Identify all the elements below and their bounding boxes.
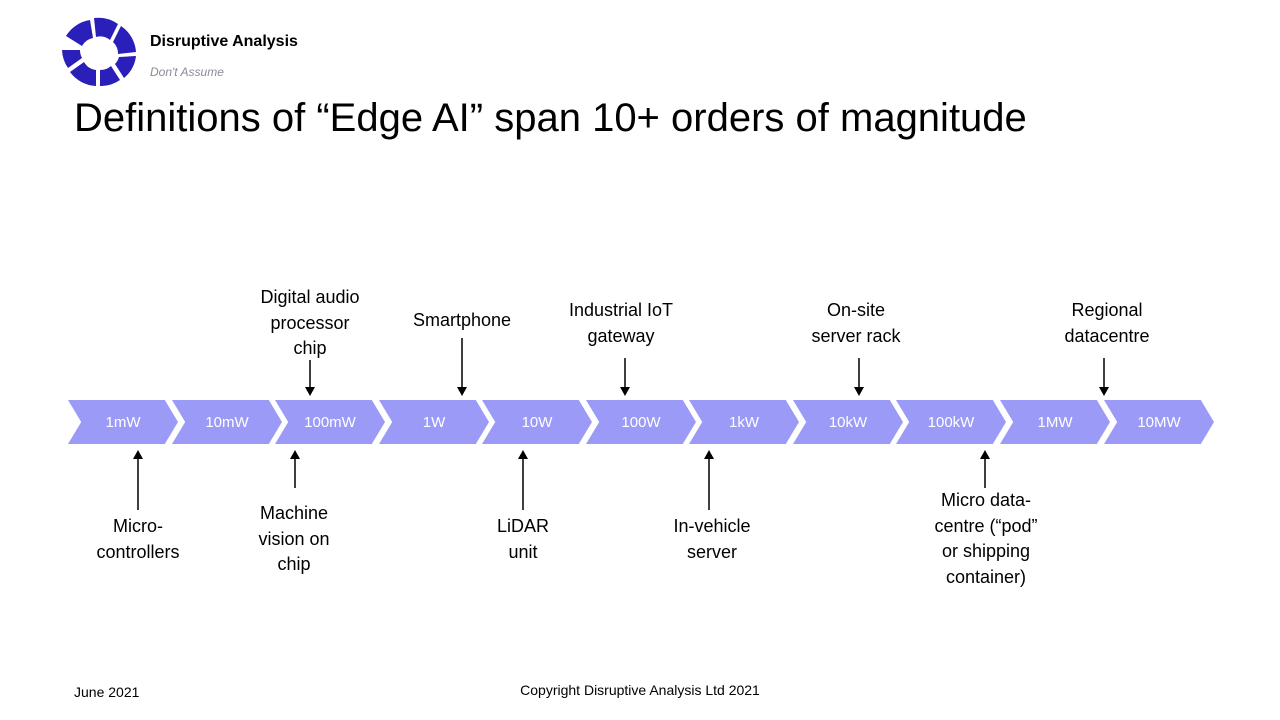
scale-step-label: 1W (422, 413, 446, 431)
brand-name: Disruptive Analysis (150, 33, 298, 50)
label-regional-datacentre: Regional datacentre (1032, 298, 1182, 349)
label-line: unit (508, 541, 538, 562)
scale-step: 1MW (1000, 400, 1110, 444)
label-line: server rack (811, 325, 901, 346)
label-line: server (686, 541, 737, 562)
scale-step: 1kW (689, 400, 799, 444)
label-line: Micro- (113, 516, 163, 536)
label-line: On-site (826, 300, 886, 320)
scale-step-label: 100W (621, 413, 661, 431)
label-line: processor (270, 312, 350, 333)
slide-title: Definitions of “Edge AI” span 10+ orders… (74, 96, 1027, 140)
label-line: or shipping (941, 541, 1031, 561)
scale-step-label: 1MW (1037, 413, 1073, 431)
scale-step-label: 100mW (304, 413, 356, 431)
label-line: chip (293, 338, 327, 358)
scale-step: 10MW (1104, 400, 1214, 444)
scale-step: 10kW (793, 400, 903, 444)
scale-step-label: 10MW (1137, 413, 1181, 431)
label-microcontrollers: Micro- controllers (63, 514, 213, 565)
arrow-down-icon (1099, 358, 1109, 396)
label-line: gateway (587, 325, 655, 346)
arrow-down-icon (457, 338, 467, 396)
label-line: centre (“pod” (934, 515, 1038, 536)
label-on-site-server-rack: On-site server rack (781, 298, 931, 349)
arrow-down-icon (854, 358, 864, 396)
scale-step: 1W (379, 400, 489, 444)
label-line: Micro data- (940, 490, 1032, 510)
label-line: LiDAR (496, 516, 549, 536)
label-line: Digital audio (260, 287, 360, 307)
footer-copyright: Copyright Disruptive Analysis Ltd 2021 (520, 682, 760, 698)
arrow-down-icon (305, 360, 315, 396)
label-digital-audio-processor: Digital audio processor chip (235, 285, 385, 362)
label-line: Regional (1071, 300, 1143, 320)
label-industrial-iot-gateway: Industrial IoT gateway (546, 298, 696, 349)
scale-step-label: 1kW (729, 413, 759, 431)
label-in-vehicle-server: In-vehicle server (637, 514, 787, 565)
label-line: In-vehicle (673, 516, 751, 536)
label-line: controllers (96, 541, 180, 562)
label-line: vision on (258, 528, 330, 549)
label-line: datacentre (1064, 325, 1150, 346)
label-line: chip (277, 554, 311, 574)
disruptive-analysis-logo (62, 17, 136, 86)
scale-step: 100kW (896, 400, 1006, 444)
scale-step: 10W (482, 400, 592, 444)
arrow-down-icon (620, 358, 630, 396)
arrow-up-icon (290, 450, 300, 488)
arrow-up-icon (133, 450, 143, 510)
label-lidar-unit: LiDAR unit (448, 514, 598, 565)
scale-step: 100mW (275, 400, 385, 444)
scale-step: 1mW (68, 400, 178, 444)
label-line: Smartphone (412, 310, 512, 330)
scale-step-label: 10mW (205, 413, 249, 431)
label-line: Industrial IoT (568, 300, 674, 320)
arrow-up-icon (518, 450, 528, 510)
label-micro-datacentre: Micro data- centre (“pod” or shipping co… (911, 488, 1061, 590)
scale-step-label: 10W (521, 413, 553, 431)
label-line: container) (945, 566, 1027, 587)
scale-step-label: 1mW (105, 413, 141, 431)
scale-step-label: 10kW (828, 413, 868, 431)
arrow-up-icon (980, 450, 990, 488)
brand-tagline: Don't Assume (150, 65, 224, 79)
arrow-up-icon (704, 450, 714, 510)
footer-date: June 2021 (74, 684, 140, 700)
label-line: Machine (259, 503, 329, 523)
scale-step-label: 100kW (927, 413, 975, 431)
scale-step: 10mW (172, 400, 282, 444)
scale-step: 100W (586, 400, 696, 444)
label-smartphone: Smartphone (387, 308, 537, 334)
label-machine-vision-chip: Machine vision on chip (219, 501, 369, 578)
